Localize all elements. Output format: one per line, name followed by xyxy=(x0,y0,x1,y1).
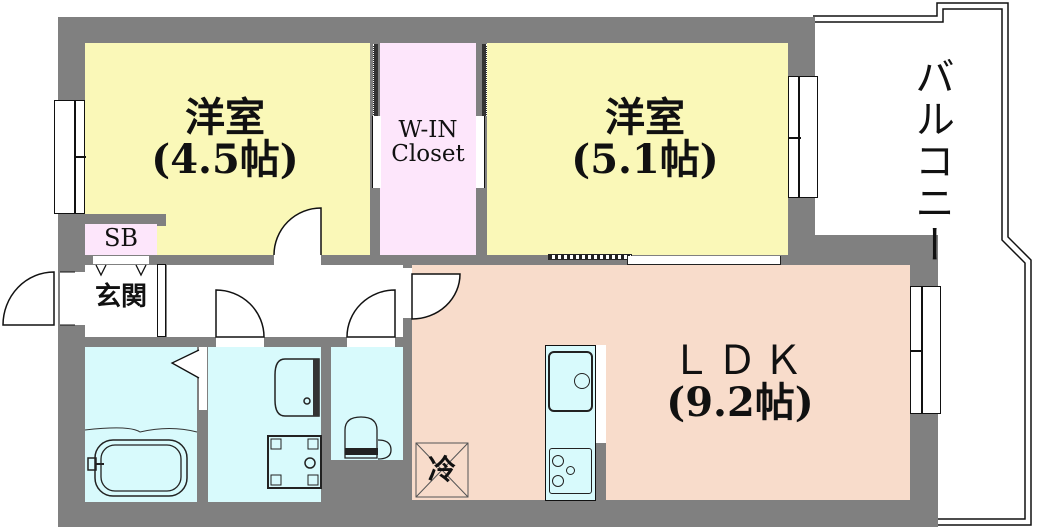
window-west-room-1[interactable] xyxy=(54,100,86,214)
sb-wall xyxy=(58,214,166,226)
sliding-door-ldk[interactable] xyxy=(627,256,781,265)
burner-3 xyxy=(566,466,575,475)
window-west-room-2[interactable] xyxy=(788,76,818,198)
closet-label: W-IN Closet xyxy=(391,117,465,168)
closet-door-right[interactable] xyxy=(476,116,485,188)
ldk-label: ＬＤＫ (9.2帖) xyxy=(666,338,814,426)
western-room-2-label: 洋室 (5.1帖) xyxy=(571,94,719,183)
walk-in-closet xyxy=(380,43,476,255)
entrance xyxy=(85,265,157,337)
kitchen-counter xyxy=(545,345,596,501)
entrance-step xyxy=(157,264,166,337)
shoe-box-label: SB xyxy=(103,224,139,252)
kitchen-counter-back xyxy=(596,345,606,443)
shoe-box xyxy=(85,224,157,255)
entrance-label: 玄関 xyxy=(94,282,147,312)
burner-2 xyxy=(552,475,564,487)
western-room-1-label: 洋室 (4.5帖) xyxy=(151,94,299,183)
western-room-2 xyxy=(487,43,788,255)
sink-drain xyxy=(574,373,590,389)
window-ldk[interactable] xyxy=(910,286,941,414)
closet-rail-left xyxy=(373,44,378,116)
balcony-label: バルコニー xyxy=(908,56,954,266)
refrigerator-label: 冷 xyxy=(427,453,456,486)
gas-stove xyxy=(549,448,592,494)
ldk xyxy=(412,265,910,500)
kitchen-sink xyxy=(548,351,593,412)
closet-door-left[interactable] xyxy=(372,116,381,188)
washroom xyxy=(208,347,321,502)
kitchen-wall xyxy=(596,443,606,500)
burner-1 xyxy=(552,455,564,467)
closet-rail-right xyxy=(482,44,487,116)
bath-door[interactable] xyxy=(199,347,207,410)
western-room-1-ext xyxy=(166,225,370,255)
bathroom xyxy=(85,347,197,502)
